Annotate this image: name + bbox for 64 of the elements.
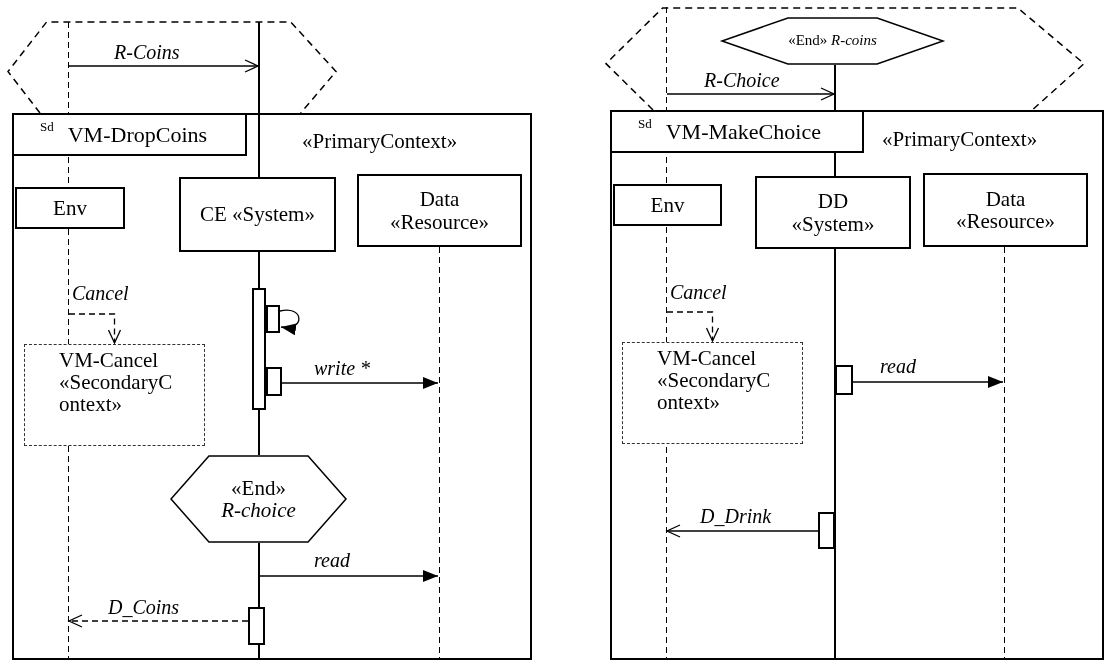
dashed-message-arrow <box>68 313 122 344</box>
sequence-frame <box>610 110 1104 660</box>
activation-bar <box>835 365 853 395</box>
lifeline <box>67 22 69 113</box>
lifeline <box>258 252 260 455</box>
node-label: DD «System» <box>790 190 876 235</box>
lifeline <box>1003 247 1005 660</box>
node-label: Data «Resource» <box>954 187 1057 233</box>
sequence-frame <box>12 113 532 660</box>
message-label: write * <box>312 358 373 378</box>
node-label: VM-Cancel «SecondaryC ontext» <box>657 347 772 414</box>
node-label: Env <box>650 193 685 216</box>
activation-bar <box>248 607 265 645</box>
lifeline-head-box <box>755 176 911 249</box>
end-condition-hexagon <box>170 455 347 543</box>
activation-bar <box>266 367 282 396</box>
message-label: D_Drink <box>698 506 774 526</box>
activation-bar <box>818 512 835 549</box>
message-arrow <box>852 376 1004 388</box>
message-label: read <box>312 550 352 570</box>
lifeline <box>67 229 69 344</box>
self-message-arrow <box>279 309 300 335</box>
message-arrow <box>281 377 439 389</box>
node-label: Env <box>53 196 87 219</box>
lifeline <box>834 65 836 660</box>
frame-name: VM-DropCoins <box>67 121 208 148</box>
lifeline-head-box <box>613 184 722 226</box>
message-label: Cancel <box>70 283 131 303</box>
message-label: D_Coins <box>106 597 182 617</box>
message-label: Cancel <box>668 282 729 302</box>
end-condition-hexagon <box>721 17 944 65</box>
lifeline <box>665 7 667 660</box>
lifeline <box>258 22 260 113</box>
lifeline-head-box <box>923 173 1088 247</box>
lifeline <box>258 543 260 660</box>
dashed-message-arrow <box>666 311 720 342</box>
lifeline-head-box <box>15 187 125 229</box>
message-arrow <box>666 87 835 101</box>
frame-name: VM-MakeChoice <box>665 118 821 145</box>
message-label: R-Coins <box>112 42 182 62</box>
stereotype-label: «PrimaryContext» <box>302 129 458 154</box>
lifeline-head-box <box>179 177 336 252</box>
message-arrow <box>68 59 259 73</box>
lifeline <box>258 115 260 177</box>
activation-bar <box>252 288 266 410</box>
message-label: read <box>878 356 918 376</box>
lifeline <box>438 247 440 660</box>
lifeline-head-box <box>357 174 522 247</box>
frame-operator: Sd <box>40 119 54 135</box>
node-label: CE «System» <box>200 203 315 226</box>
lifeline <box>67 446 69 660</box>
dashed-message-arrow <box>68 614 249 628</box>
node-label: Data «Resource» <box>388 188 491 233</box>
node-label: «End» R-choice <box>220 476 297 522</box>
message-arrow <box>666 524 819 538</box>
activation-bar <box>266 305 280 333</box>
frame-operator: Sd <box>638 116 652 132</box>
stereotype-label: «PrimaryContext» <box>882 127 1038 152</box>
message-label: R-Choice <box>702 70 782 90</box>
interaction-use-box <box>622 342 803 444</box>
node-label: «End» R-coins <box>788 33 877 49</box>
node-label: VM-Cancel «SecondaryC ontext» <box>59 349 174 416</box>
interaction-use-box <box>24 344 205 446</box>
message-arrow <box>259 570 439 582</box>
